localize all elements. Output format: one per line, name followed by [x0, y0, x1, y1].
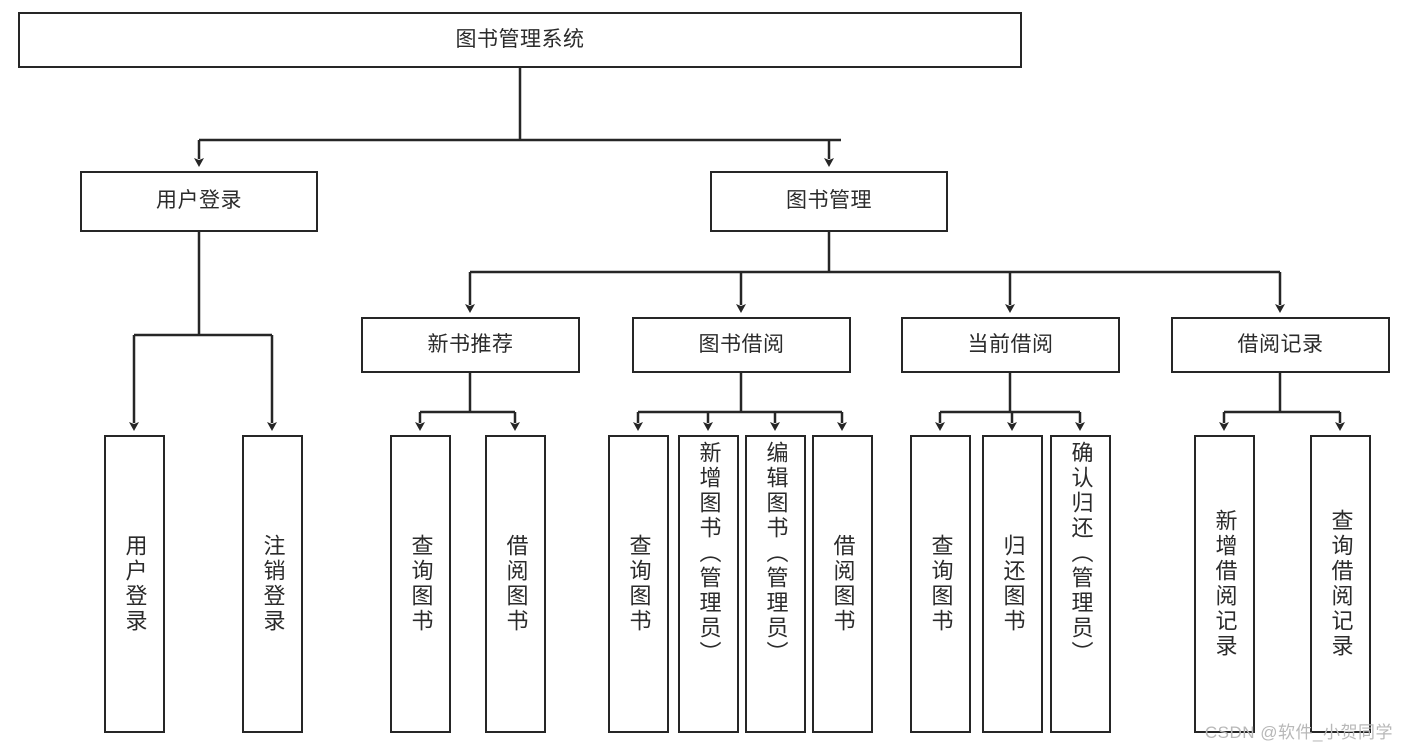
node-new-book-recommend[interactable]: 新书推荐: [361, 317, 580, 373]
node-leaf-confirm-return-admin[interactable]: 确认归还（管理员）: [1050, 435, 1111, 733]
node-leaf-user-login[interactable]: 用户登录: [104, 435, 165, 733]
node-current-borrow[interactable]: 当前借阅: [901, 317, 1120, 373]
node-leaf-edit-book-admin[interactable]: 编辑图书（管理员）: [745, 435, 806, 733]
node-new-book-recommend-label: 新书推荐: [427, 332, 514, 356]
node-leaf-query-book-2-label: 查询图书: [626, 534, 652, 634]
node-leaf-edit-book-admin-label: 编辑图书（管理员）: [763, 441, 789, 666]
node-leaf-query-book-1-label: 查询图书: [408, 534, 434, 634]
node-borrow-record-label: 借阅记录: [1237, 332, 1324, 356]
node-book-manage-label: 图书管理: [786, 189, 872, 213]
node-leaf-query-book-2[interactable]: 查询图书: [608, 435, 669, 733]
node-leaf-borrow-book-1[interactable]: 借阅图书: [485, 435, 546, 733]
node-leaf-borrow-book-2-label: 借阅图书: [830, 534, 856, 634]
node-book-borrow[interactable]: 图书借阅: [632, 317, 851, 373]
node-leaf-return-book-label: 归还图书: [1000, 534, 1026, 634]
node-borrow-record[interactable]: 借阅记录: [1171, 317, 1390, 373]
node-leaf-logout-login[interactable]: 注销登录: [242, 435, 303, 733]
node-root-label: 图书管理系统: [455, 27, 585, 51]
node-leaf-user-login-label: 用户登录: [122, 534, 148, 634]
node-leaf-borrow-book-2[interactable]: 借阅图书: [812, 435, 873, 733]
node-leaf-query-book-1[interactable]: 查询图书: [390, 435, 451, 733]
node-leaf-borrow-book-1-label: 借阅图书: [503, 534, 529, 634]
watermark-text: CSDN @软件_小贺同学: [1204, 723, 1393, 742]
node-leaf-add-borrow-record-label: 新增借阅记录: [1212, 509, 1238, 659]
node-leaf-add-borrow-record[interactable]: 新增借阅记录: [1194, 435, 1255, 733]
node-leaf-query-book-3[interactable]: 查询图书: [910, 435, 971, 733]
node-book-borrow-label: 图书借阅: [698, 332, 785, 356]
node-leaf-query-borrow-record-label: 查询借阅记录: [1328, 509, 1354, 659]
node-leaf-logout-login-label: 注销登录: [260, 534, 286, 634]
node-leaf-add-book-admin-label: 新增图书（管理员）: [696, 441, 722, 666]
node-current-borrow-label: 当前借阅: [967, 332, 1054, 356]
node-leaf-confirm-return-admin-label: 确认归还（管理员）: [1068, 441, 1094, 666]
node-root[interactable]: 图书管理系统: [18, 12, 1022, 68]
node-book-manage[interactable]: 图书管理: [710, 171, 948, 232]
node-user-login[interactable]: 用户登录: [80, 171, 318, 232]
node-user-login-label: 用户登录: [156, 189, 242, 213]
node-leaf-add-book-admin[interactable]: 新增图书（管理员）: [678, 435, 739, 733]
node-leaf-query-book-3-label: 查询图书: [928, 534, 954, 634]
node-leaf-query-borrow-record[interactable]: 查询借阅记录: [1310, 435, 1371, 733]
node-leaf-return-book[interactable]: 归还图书: [982, 435, 1043, 733]
